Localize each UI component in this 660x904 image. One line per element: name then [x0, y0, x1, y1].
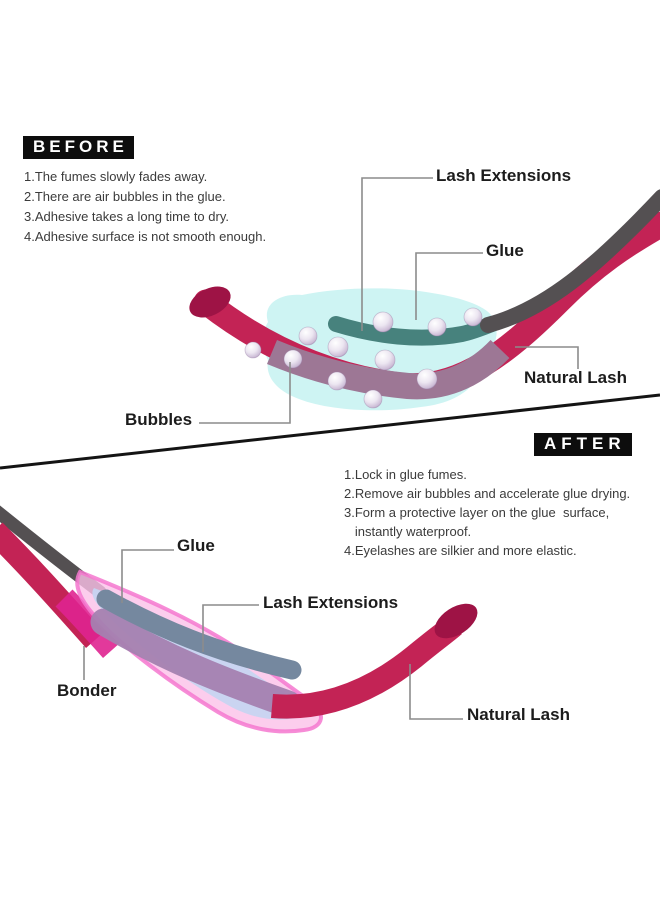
divider-line	[0, 393, 660, 470]
after-heading: AFTER	[534, 433, 632, 456]
leader-natural-lash-bottom	[409, 664, 463, 720]
after-point: 4.Eyelashes are silkier and more elastic…	[344, 543, 577, 558]
lash-extension-curve-before	[480, 189, 660, 333]
label-lash-extensions-after: Lash Extensions	[263, 593, 399, 612]
label-glue-before: Glue	[486, 241, 524, 260]
after-point: instantly waterproof.	[344, 524, 472, 539]
lash-under-glue	[90, 608, 302, 718]
leader-glue-top	[415, 252, 483, 320]
before-leader-lines	[199, 177, 579, 424]
after-points-list: 1.Lock in glue fumes. 2.Remove air bubbl…	[344, 465, 630, 560]
before-point: 3.Adhesive takes a long time to dry.	[24, 209, 229, 224]
after-point: 1.Lock in glue fumes.	[344, 467, 467, 482]
air-bubble	[244, 341, 262, 359]
leader-glue-bottom	[121, 549, 174, 603]
air-bubble	[327, 371, 347, 391]
air-bubble	[463, 307, 483, 327]
air-bubble	[283, 349, 303, 369]
air-bubble	[374, 349, 396, 371]
label-lash-extensions-before: Lash Extensions	[436, 166, 572, 185]
magenta-lash-segment	[55, 589, 121, 658]
air-bubbles	[244, 307, 483, 409]
glue-coated-extension	[328, 316, 500, 346]
before-heading: BEFORE	[23, 136, 134, 159]
air-bubble	[298, 326, 318, 346]
after-point: 2.Remove air bubbles and accelerate glue…	[344, 486, 631, 501]
air-bubble	[372, 311, 394, 333]
before-illustration	[189, 177, 660, 424]
label-bonder: Bonder	[57, 681, 117, 700]
natural-lash-end-cap	[189, 286, 231, 318]
before-point: 4.Adhesive surface is not smooth enough.	[24, 229, 267, 244]
leader-lash-extensions-top	[361, 177, 433, 331]
label-natural-lash-before: Natural Lash	[524, 368, 627, 387]
before-point: 2.There are air bubbles in the glue.	[24, 189, 226, 204]
air-bubble	[363, 389, 383, 409]
before-points-list: 1.The fumes slowly fades away. 2.There a…	[24, 167, 266, 247]
natural-lash-end-cap-after	[434, 603, 478, 639]
extension-inside-bonder	[96, 589, 302, 680]
before-point: 1.The fumes slowly fades away.	[24, 169, 208, 184]
label-bubbles: Bubbles	[125, 410, 193, 429]
leader-lash-extensions-bottom	[202, 604, 259, 652]
air-bubble	[327, 336, 349, 358]
leader-bubbles	[199, 362, 291, 424]
after-illustration	[0, 505, 478, 734]
after-point: 3.Form a protective layer on the glue su…	[344, 505, 610, 520]
air-bubble	[427, 317, 447, 337]
label-glue-after: Glue	[177, 536, 215, 555]
leader-natural-lash-top	[515, 346, 579, 369]
air-bubble	[416, 368, 438, 390]
after-leader-lines	[83, 549, 463, 720]
glued-lash-segment	[267, 339, 510, 400]
label-natural-lash-after: Natural Lash	[467, 705, 570, 724]
